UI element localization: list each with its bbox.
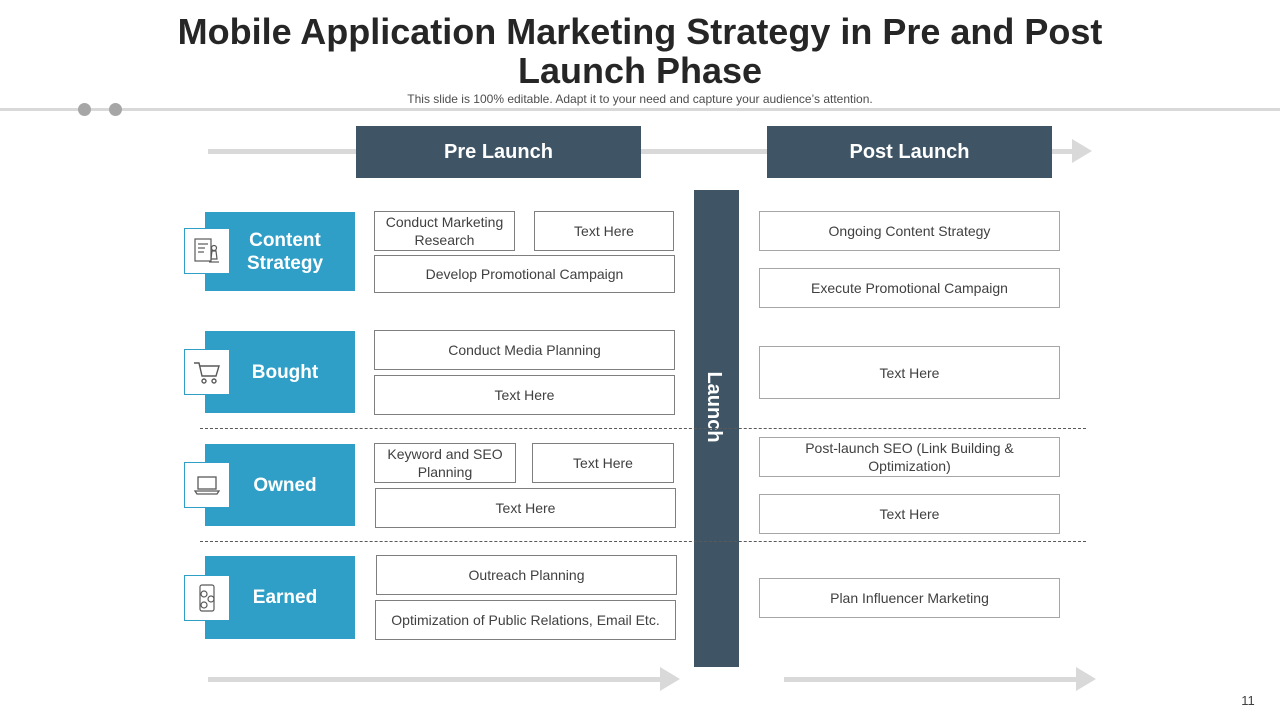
pre-earned-box: Outreach Planning (376, 555, 677, 595)
pre-content-box: Conduct Marketing Research (374, 211, 515, 251)
post-content-box: Execute Promotional Campaign (759, 268, 1060, 308)
row-divider (200, 541, 1086, 542)
category-bought: Bought (205, 331, 355, 413)
pre-owned-box: Keyword and SEO Planning (374, 443, 516, 483)
post-owned-box: Post-launch SEO (Link Building & Optimiz… (759, 437, 1060, 477)
shopping-cart-icon (184, 349, 230, 395)
document-chess-icon (184, 228, 230, 274)
category-content-strategy: Content Strategy (205, 212, 355, 291)
category-owned: Owned (205, 444, 355, 526)
pre-owned-box: Text Here (532, 443, 674, 483)
post-bought-box: Text Here (759, 346, 1060, 399)
pre-earned-box: Optimization of Public Relations, Email … (375, 600, 676, 640)
header-divider (0, 108, 1280, 111)
bottom-arrow-head (660, 667, 680, 691)
header-dot (109, 103, 122, 116)
slide-title: Mobile Application Marketing Strategy in… (177, 11, 1103, 91)
launch-label: Launch (703, 371, 726, 443)
row-divider (200, 428, 1086, 429)
pre-bought-box: Text Here (374, 375, 675, 415)
post-launch-header: Post Launch (767, 126, 1052, 178)
header-dot (78, 103, 91, 116)
pre-launch-header: Pre Launch (356, 126, 641, 178)
pre-content-box: Develop Promotional Campaign (374, 255, 675, 293)
bottom-arrow-head (1076, 667, 1096, 691)
slide-subtitle: This slide is 100% editable. Adapt it to… (407, 92, 873, 106)
money-bag-icon (184, 575, 230, 621)
top-arrow-head (1072, 139, 1092, 163)
pre-content-box: Text Here (534, 211, 674, 251)
bottom-arrow-line (208, 677, 664, 682)
page-number: 11 (1241, 693, 1255, 708)
category-earned: Earned (205, 556, 355, 639)
pre-bought-box: Conduct Media Planning (374, 330, 675, 370)
post-owned-box: Text Here (759, 494, 1060, 534)
pre-owned-box: Text Here (375, 488, 676, 528)
top-arrow-line (208, 149, 1074, 154)
post-content-box: Ongoing Content Strategy (759, 211, 1060, 251)
laptop-icon (184, 462, 230, 508)
bottom-arrow-line (784, 677, 1080, 682)
post-earned-box: Plan Influencer Marketing (759, 578, 1060, 618)
